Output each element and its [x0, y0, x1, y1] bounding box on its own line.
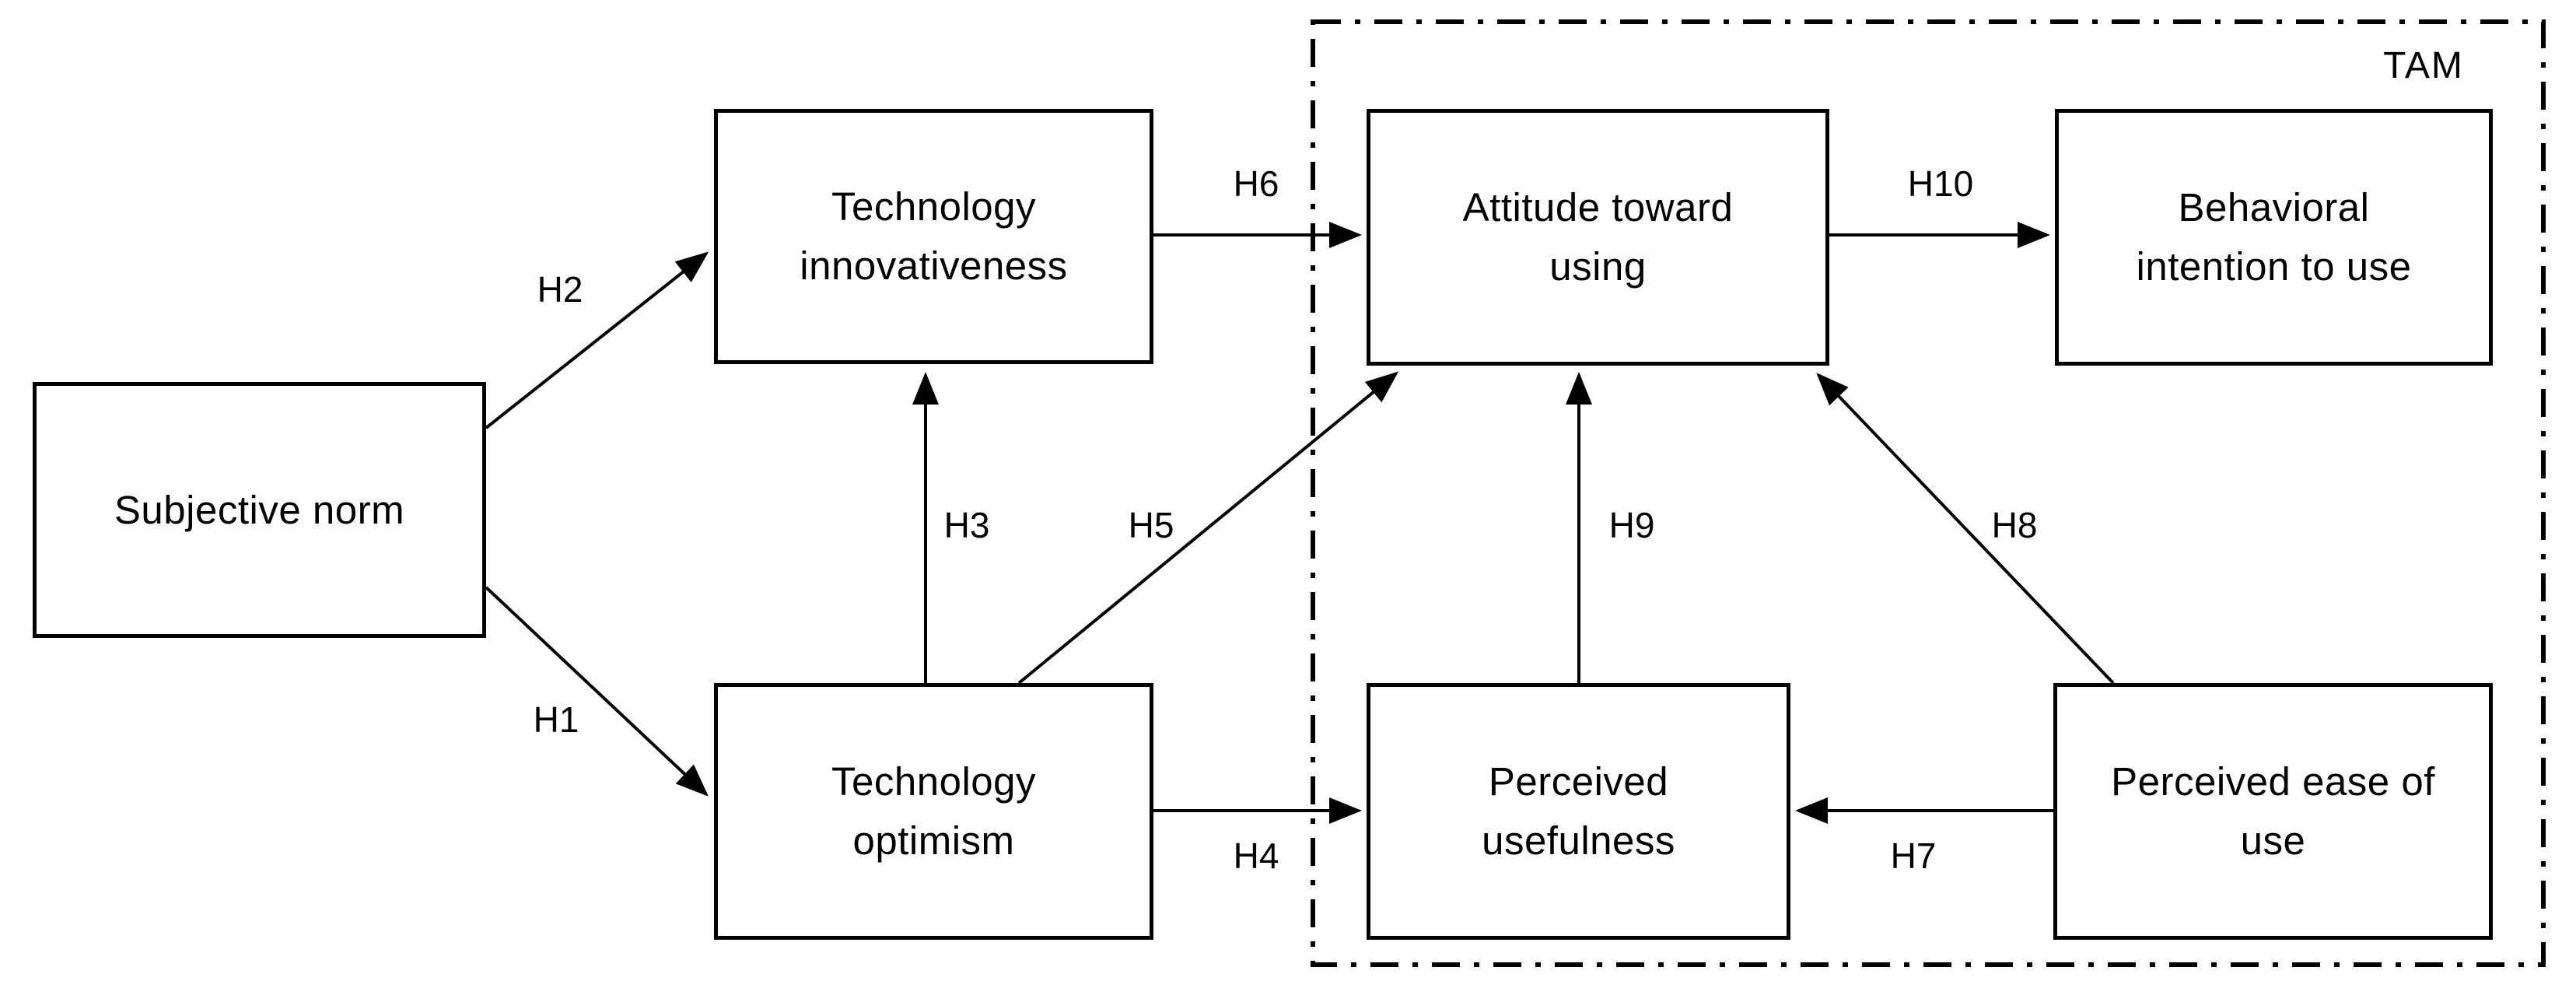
arrow-h1: [485, 586, 709, 797]
box-perceived-ease-of-use: Perceived ease of use: [2053, 683, 2493, 940]
box-perceived-usefulness: Perceived usefulness: [1367, 683, 1790, 940]
arrow-label-h2: H2: [537, 269, 583, 310]
arrow-label-h6: H6: [1233, 163, 1279, 204]
arrow-label-h7: H7: [1890, 836, 1937, 876]
tam-boundary-label: TAM: [2383, 45, 2464, 86]
arrow-label-h8: H8: [1991, 505, 2038, 545]
box-technology-optimism: Technology optimism: [714, 683, 1153, 940]
box-attitude-toward-using-label: Attitude toward: [1462, 185, 1734, 229]
box-subjective-norm-label: Subjective norm: [114, 487, 405, 532]
box-technology-innovativeness-label: Technology: [831, 184, 1036, 229]
arrow-h8: [1816, 373, 2115, 685]
box-technology-optimism-label: Technology: [831, 759, 1036, 804]
arrow-h5: [1017, 371, 1399, 685]
arrow-label-h5: H5: [1128, 505, 1174, 545]
box-attitude-toward-using: Attitude toward using: [1367, 109, 1829, 366]
box-subjective-norm: Subjective norm: [33, 382, 486, 638]
box-behavioral-intention-to-use: Behavioral intention to use: [2055, 109, 2493, 366]
box-behavioral-intention-to-use-label: Behavioral: [2178, 185, 2370, 229]
arrow-h2: [485, 251, 709, 429]
arrow-label-h3: H3: [943, 505, 990, 545]
box-technology-innovativeness: Technology innovativeness: [714, 109, 1153, 364]
box-perceived-ease-of-use-label: Perceived ease of: [2111, 759, 2435, 804]
arrow-label-h10: H10: [1907, 163, 1974, 204]
arrow-label-h4: H4: [1233, 836, 1279, 876]
arrow-label-h9: H9: [1608, 505, 1655, 545]
arrow-label-h1: H1: [533, 699, 579, 740]
box-perceived-usefulness-label: Perceived: [1488, 759, 1669, 804]
